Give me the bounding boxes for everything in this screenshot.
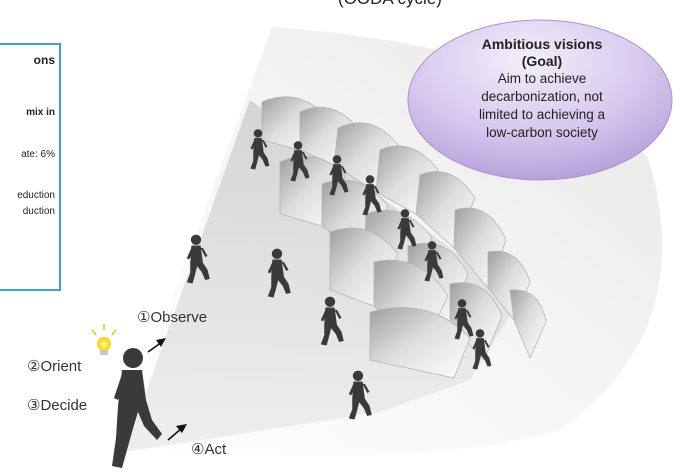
goal-desc-line: low-carbon society bbox=[486, 125, 598, 140]
arrow-observe-icon bbox=[147, 338, 166, 353]
staircase bbox=[261, 96, 547, 379]
left-box-line: eduction bbox=[17, 190, 55, 201]
goal-title-line: Ambitious visions bbox=[481, 36, 603, 52]
lightbulb-icon bbox=[91, 324, 117, 355]
left-conditions-box: ons mix in ate: 6% eduction duction bbox=[0, 43, 61, 291]
step-act-label: ④Act bbox=[191, 441, 227, 458]
goal-desc-line: Aim to achieve bbox=[497, 71, 587, 86]
goal-title-line: (Goal) bbox=[521, 53, 563, 69]
step-observe-label: ①Observe bbox=[137, 309, 208, 326]
goal-desc-line: decarbonization, not bbox=[481, 89, 603, 104]
cycle-title: (OODA cycle) bbox=[290, 0, 490, 9]
left-box-heading: ons bbox=[33, 53, 55, 67]
goal-desc-line: limited to achieving a bbox=[478, 107, 606, 122]
left-box-line: duction bbox=[22, 206, 55, 217]
goal-text: Ambitious visions (Goal) Aim to achieve … bbox=[442, 36, 642, 142]
goal-bubble bbox=[407, 19, 673, 181]
left-box-line: ate: 6% bbox=[21, 149, 55, 160]
main-figure bbox=[112, 348, 162, 468]
step-orient-label: ②Orient bbox=[27, 358, 82, 375]
left-box-line: mix in bbox=[26, 107, 55, 118]
arrow-act-icon bbox=[167, 424, 187, 441]
step-decide-label: ③Decide bbox=[27, 397, 88, 414]
